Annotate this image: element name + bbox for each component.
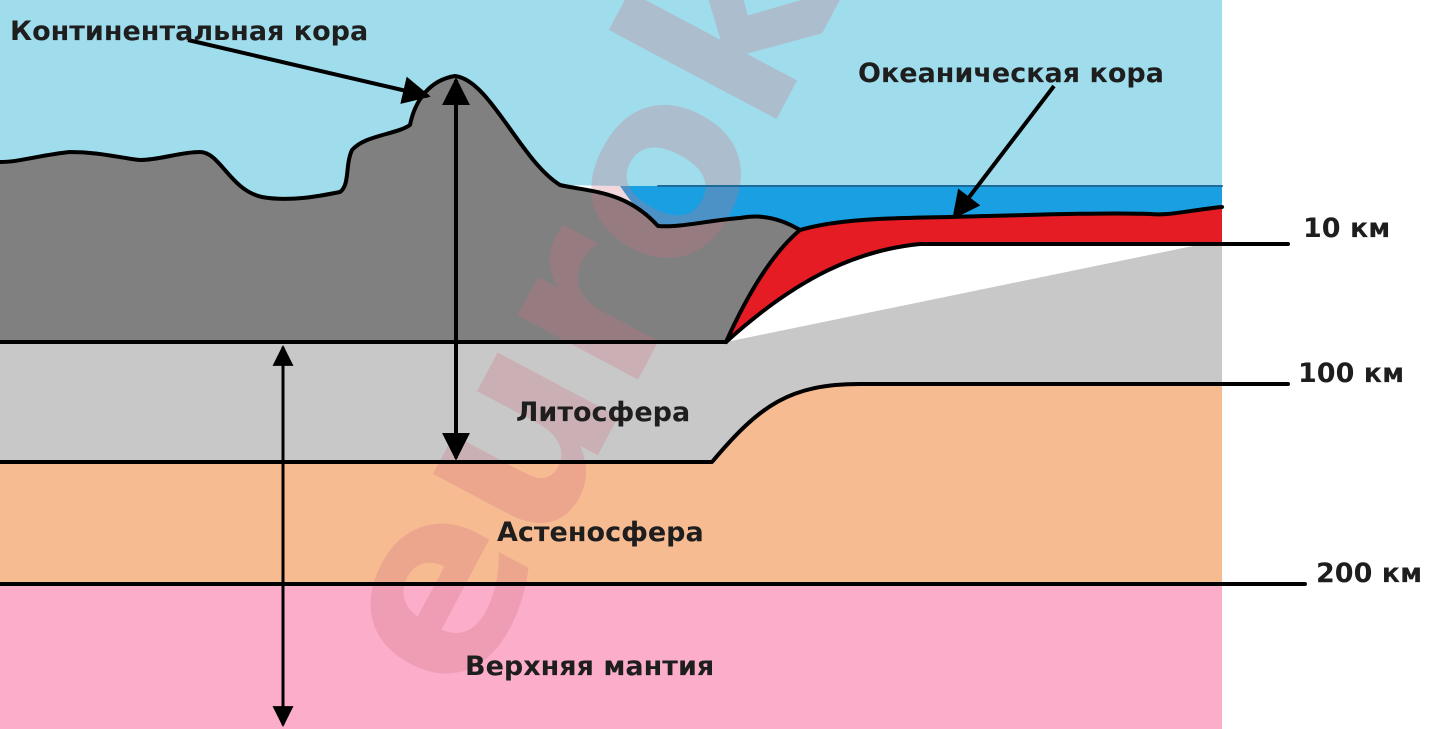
lithosphere-layer [0, 240, 1222, 462]
depth-10-label: 10 км [1303, 213, 1390, 244]
lithosphere-label: Литосфера [516, 397, 690, 428]
oceanic-crust-top-line [798, 205, 1224, 232]
continental-edge-line [724, 228, 802, 344]
sky-area [0, 0, 1222, 199]
lithosphere-base-line [0, 382, 1290, 464]
ocean-water [620, 186, 1222, 230]
continental-crust-layer [0, 76, 800, 342]
oceanic-crust-label: Океаническая кора [858, 58, 1164, 89]
continental-crust-label: Континентальная кора [10, 16, 368, 47]
continental-surface-line [0, 74, 802, 232]
continental-crust-pointer-arrow [187, 38, 431, 104]
upper-mantle-label: Верхняя мантия [465, 651, 714, 682]
oceanic-crust-pointer-arrow [952, 84, 1056, 220]
upper-mantle-layer [0, 584, 1222, 729]
arrows [187, 38, 1056, 728]
asthenosphere-label: Астеносфера [497, 517, 704, 548]
oceanic-crust-bottom-line [724, 242, 1290, 344]
oceanic-crust-layer [726, 207, 1222, 342]
boundary-lines [0, 74, 1307, 586]
depth-200-label: 200 км [1316, 558, 1422, 589]
asthenosphere-layer [0, 384, 1222, 584]
depth-100-label: 100 км [1298, 358, 1404, 389]
